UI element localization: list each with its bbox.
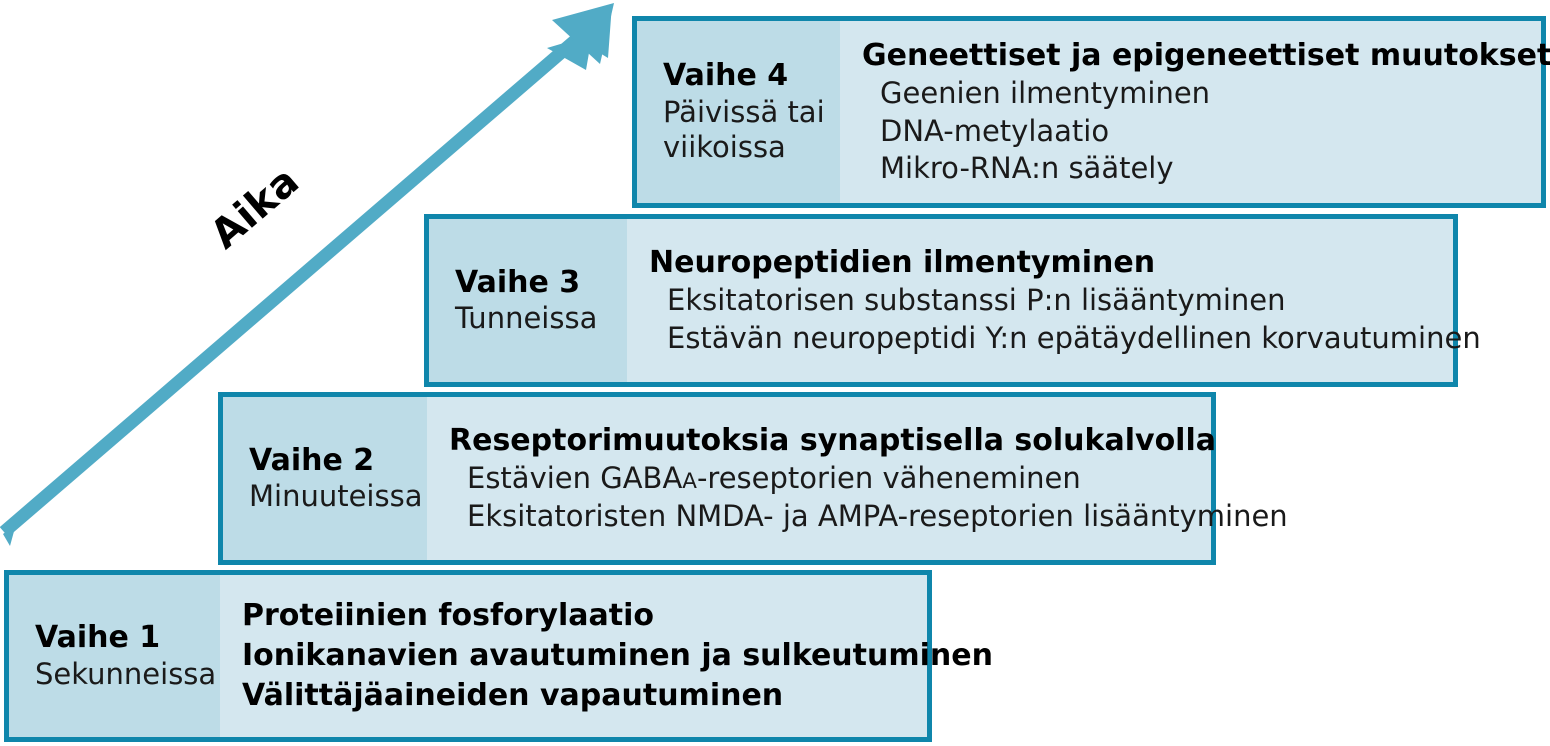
stage-1-phase-column: Vaihe 1 Sekunneissa [9, 575, 220, 737]
stage-4-phase-title: Vaihe 4 [663, 58, 789, 94]
stage-2-item-1-subscript: A [682, 469, 697, 495]
stage-1-item-1: Ionikanavien avautuminen ja sulkeutumine… [242, 638, 993, 674]
stage-box-1: Vaihe 1 Sekunneissa Proteiinien fosforyl… [4, 570, 993, 742]
stage-4-detail-column: Geneettiset ja epigeneettiset muutokset … [840, 21, 1550, 203]
stage-3-item-1: Eksitatorisen substanssi P:n lisääntymin… [667, 283, 1286, 318]
stage-2-heading: Reseptorimuutoksia synaptisella solukalv… [449, 423, 1216, 459]
stage-box-4: Vaihe 4 Päivissä tai viikoissa Geneettis… [632, 16, 1550, 208]
stage-1-timescale: Sekunneissa [35, 656, 217, 691]
stage-1-heading: Proteiinien fosforylaatio [242, 598, 654, 634]
stage-box-2: Vaihe 2 Minuuteissa Reseptorimuutoksia s… [218, 392, 1288, 565]
stage-3-phase-title: Vaihe 3 [455, 264, 581, 300]
stage-4-heading: Geneettiset ja epigeneettiset muutokset [862, 37, 1550, 73]
stage-2-phase-title: Vaihe 2 [249, 442, 375, 478]
stage-3-item-2: Estävän neuropeptidi Y:n epätäydellinen … [667, 321, 1481, 355]
stage-box-3: Vaihe 3 Tunneissa Neuropeptidien ilmenty… [424, 214, 1481, 387]
stage-3-heading: Neuropeptidien ilmentyminen [649, 245, 1156, 281]
stage-1-phase-title: Vaihe 1 [35, 620, 161, 656]
stage-4-item-1: Geenien ilmentyminen [880, 75, 1211, 110]
stage-3-timescale: Tunneissa [455, 301, 598, 336]
stage-3-phase-column: Vaihe 3 Tunneissa [429, 219, 627, 382]
stage-2-item-2: Eksitatoristen NMDA- ja AMPA-reseptorien… [467, 499, 1288, 533]
stage-3-detail-column: Neuropeptidien ilmentyminen Eksitatorise… [627, 219, 1491, 382]
stage-2-phase-column: Vaihe 2 Minuuteissa [223, 397, 427, 560]
stage-4-item-2: DNA-metylaatio [880, 113, 1110, 148]
stage-2-item-1: Estävien GABAA-reseptorien väheneminen [449, 460, 1288, 498]
stage-2-item-1-post: -reseptorien väheneminen [696, 461, 1081, 496]
stage-2-item-1-pre: Estävien GABA [467, 461, 683, 496]
stage-2-timescale: Minuuteissa [249, 479, 423, 514]
stage-4-item-3: Mikro-RNA:n säätely [880, 151, 1174, 186]
stage-1-item-2: Välittäjäaineiden vapautuminen [242, 677, 784, 713]
stage-1-detail-column: Proteiinien fosforylaatio Ionikanavien a… [220, 575, 1003, 737]
stage-2-detail-column: Reseptorimuutoksia synaptisella solukalv… [427, 397, 1298, 560]
time-axis-label: Aika [202, 157, 309, 258]
stage-4-timescale-line1: Päivissä tai [663, 94, 825, 129]
stage-4-phase-column: Vaihe 4 Päivissä tai viikoissa [637, 21, 840, 203]
stage-4-timescale-line2: viikoissa [663, 130, 786, 165]
